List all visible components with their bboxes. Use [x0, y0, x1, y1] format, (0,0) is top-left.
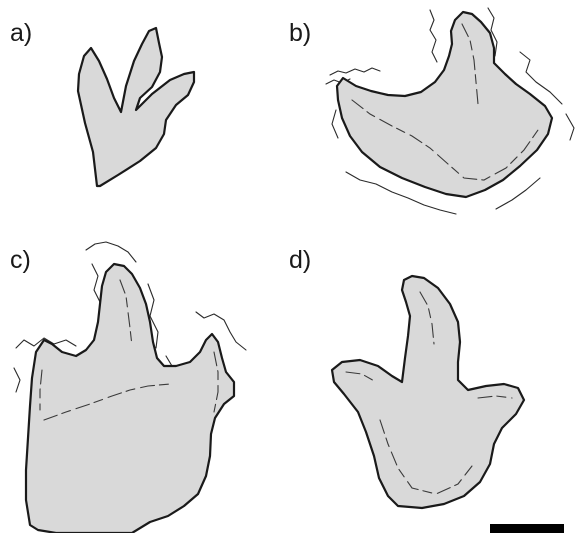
track-b-rim-top-left: [430, 10, 437, 62]
panel-c-label: c): [10, 246, 31, 274]
panel-a: a): [10, 19, 194, 186]
track-b-rim-right-2: [566, 114, 574, 140]
track-b-rim-left: [332, 110, 338, 138]
scale-bar: [490, 524, 564, 533]
track-c-rim-left-lower: [14, 368, 20, 392]
track-b-rim-bottom-2: [496, 178, 540, 209]
track-c-rim-left-digit: [92, 264, 100, 302]
panel-b: b): [289, 8, 574, 214]
panel-d-label: d): [289, 246, 311, 274]
panel-c: c): [10, 242, 246, 533]
track-c-rim-top: [86, 242, 136, 262]
panel-a-label: a): [10, 19, 32, 47]
track-d-outline: [332, 276, 524, 508]
panel-d: d): [289, 246, 524, 508]
track-c-outline: [26, 264, 234, 533]
track-b-outline: [337, 12, 552, 197]
track-b-rim-upper-left: [330, 68, 380, 75]
panel-b-label: b): [289, 19, 311, 47]
track-a-outline: [78, 28, 194, 186]
